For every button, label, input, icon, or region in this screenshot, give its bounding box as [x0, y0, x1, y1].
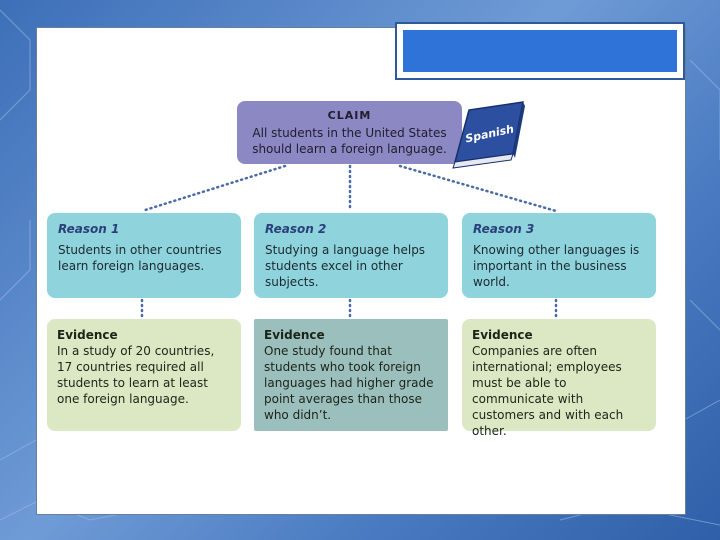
evidence-text: In a study of 20 countries, 17 countries… [57, 344, 215, 406]
title-placeholder[interactable] [395, 22, 685, 80]
reason-box-2: Reason 2 Studying a language helps stude… [254, 213, 448, 298]
claim-text: All students in the United States should… [252, 126, 447, 156]
reason-box-3: Reason 3 Knowing other languages is impo… [462, 213, 656, 298]
reason-box-1: Reason 1 Students in other countries lea… [47, 213, 241, 298]
title-bar [403, 30, 677, 72]
evidence-title: Evidence [264, 328, 325, 342]
claim-box: CLAIM All students in the United States … [237, 101, 462, 164]
evidence-title: Evidence [472, 328, 533, 342]
reason-text: Studying a language helps students excel… [265, 243, 426, 289]
reason-title: Reason 1 [58, 222, 120, 236]
book-icon: Spanish [452, 101, 525, 169]
reason-title: Reason 3 [473, 222, 535, 236]
evidence-box-3: Evidence Companies are often internation… [462, 319, 656, 438]
evidence-box-1: Evidence In a study of 20 countries, 17 … [47, 319, 241, 431]
evidence-title: Evidence [57, 328, 118, 342]
evidence-text: Companies are often international; emplo… [472, 344, 624, 438]
reason-title: Reason 2 [265, 222, 327, 236]
evidence-text: One study found that students who took f… [264, 344, 434, 422]
reason-text: Students in other countries learn foreig… [58, 243, 222, 273]
evidence-box-2: Evidence One study found that students w… [254, 319, 448, 431]
claim-label: CLAIM [327, 109, 372, 122]
reason-text: Knowing other languages is important in … [473, 243, 640, 289]
